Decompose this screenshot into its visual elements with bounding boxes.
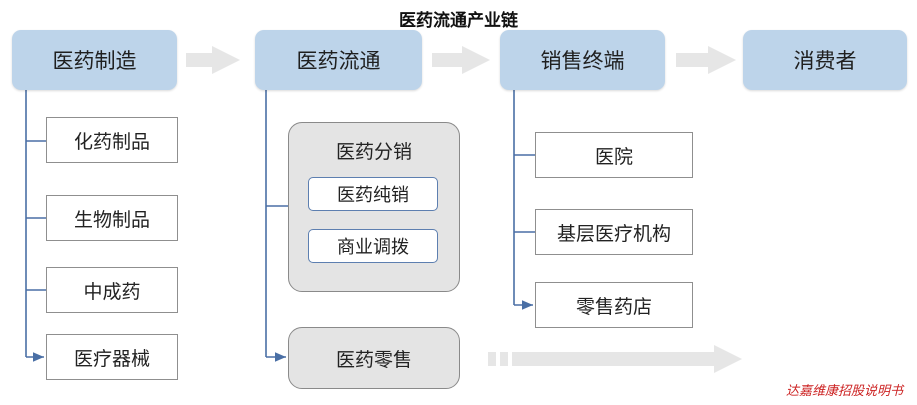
item-primary-care: 基层医疗机构 — [535, 209, 693, 255]
terminal-branches — [513, 90, 535, 310]
flow-arrow-3 — [676, 46, 736, 74]
item-medical-devices: 医疗器械 — [46, 334, 178, 380]
flow-arrow-1 — [186, 46, 240, 74]
flow-arrow-retail — [488, 345, 742, 373]
retail-box: 医药零售 — [288, 327, 460, 389]
item-tcm: 中成药 — [46, 267, 178, 313]
stage-consumer: 消费者 — [743, 30, 907, 90]
item-hospital: 医院 — [535, 132, 693, 178]
item-retail-pharmacy: 零售药店 — [535, 282, 693, 328]
stage-manufacturing: 医药制造 — [12, 30, 177, 90]
item-direct-sales: 医药纯销 — [308, 177, 438, 211]
distribution-label: 医药分销 — [335, 141, 412, 163]
flow-arrow-2 — [432, 46, 490, 74]
item-chemical-drugs: 化药制品 — [46, 117, 178, 163]
item-commercial-transfer: 商业调拨 — [308, 229, 438, 263]
item-biological-products: 生物制品 — [46, 195, 178, 241]
diagram-title: 医药流通产业链 — [399, 11, 518, 31]
source-note: 达嘉维康招股说明书 — [785, 384, 903, 399]
stage-distribution: 医药流通 — [255, 30, 422, 90]
distribution-branches — [265, 90, 288, 362]
stage-sales-terminal: 销售终端 — [500, 30, 665, 90]
manufacturing-branches — [25, 90, 46, 362]
